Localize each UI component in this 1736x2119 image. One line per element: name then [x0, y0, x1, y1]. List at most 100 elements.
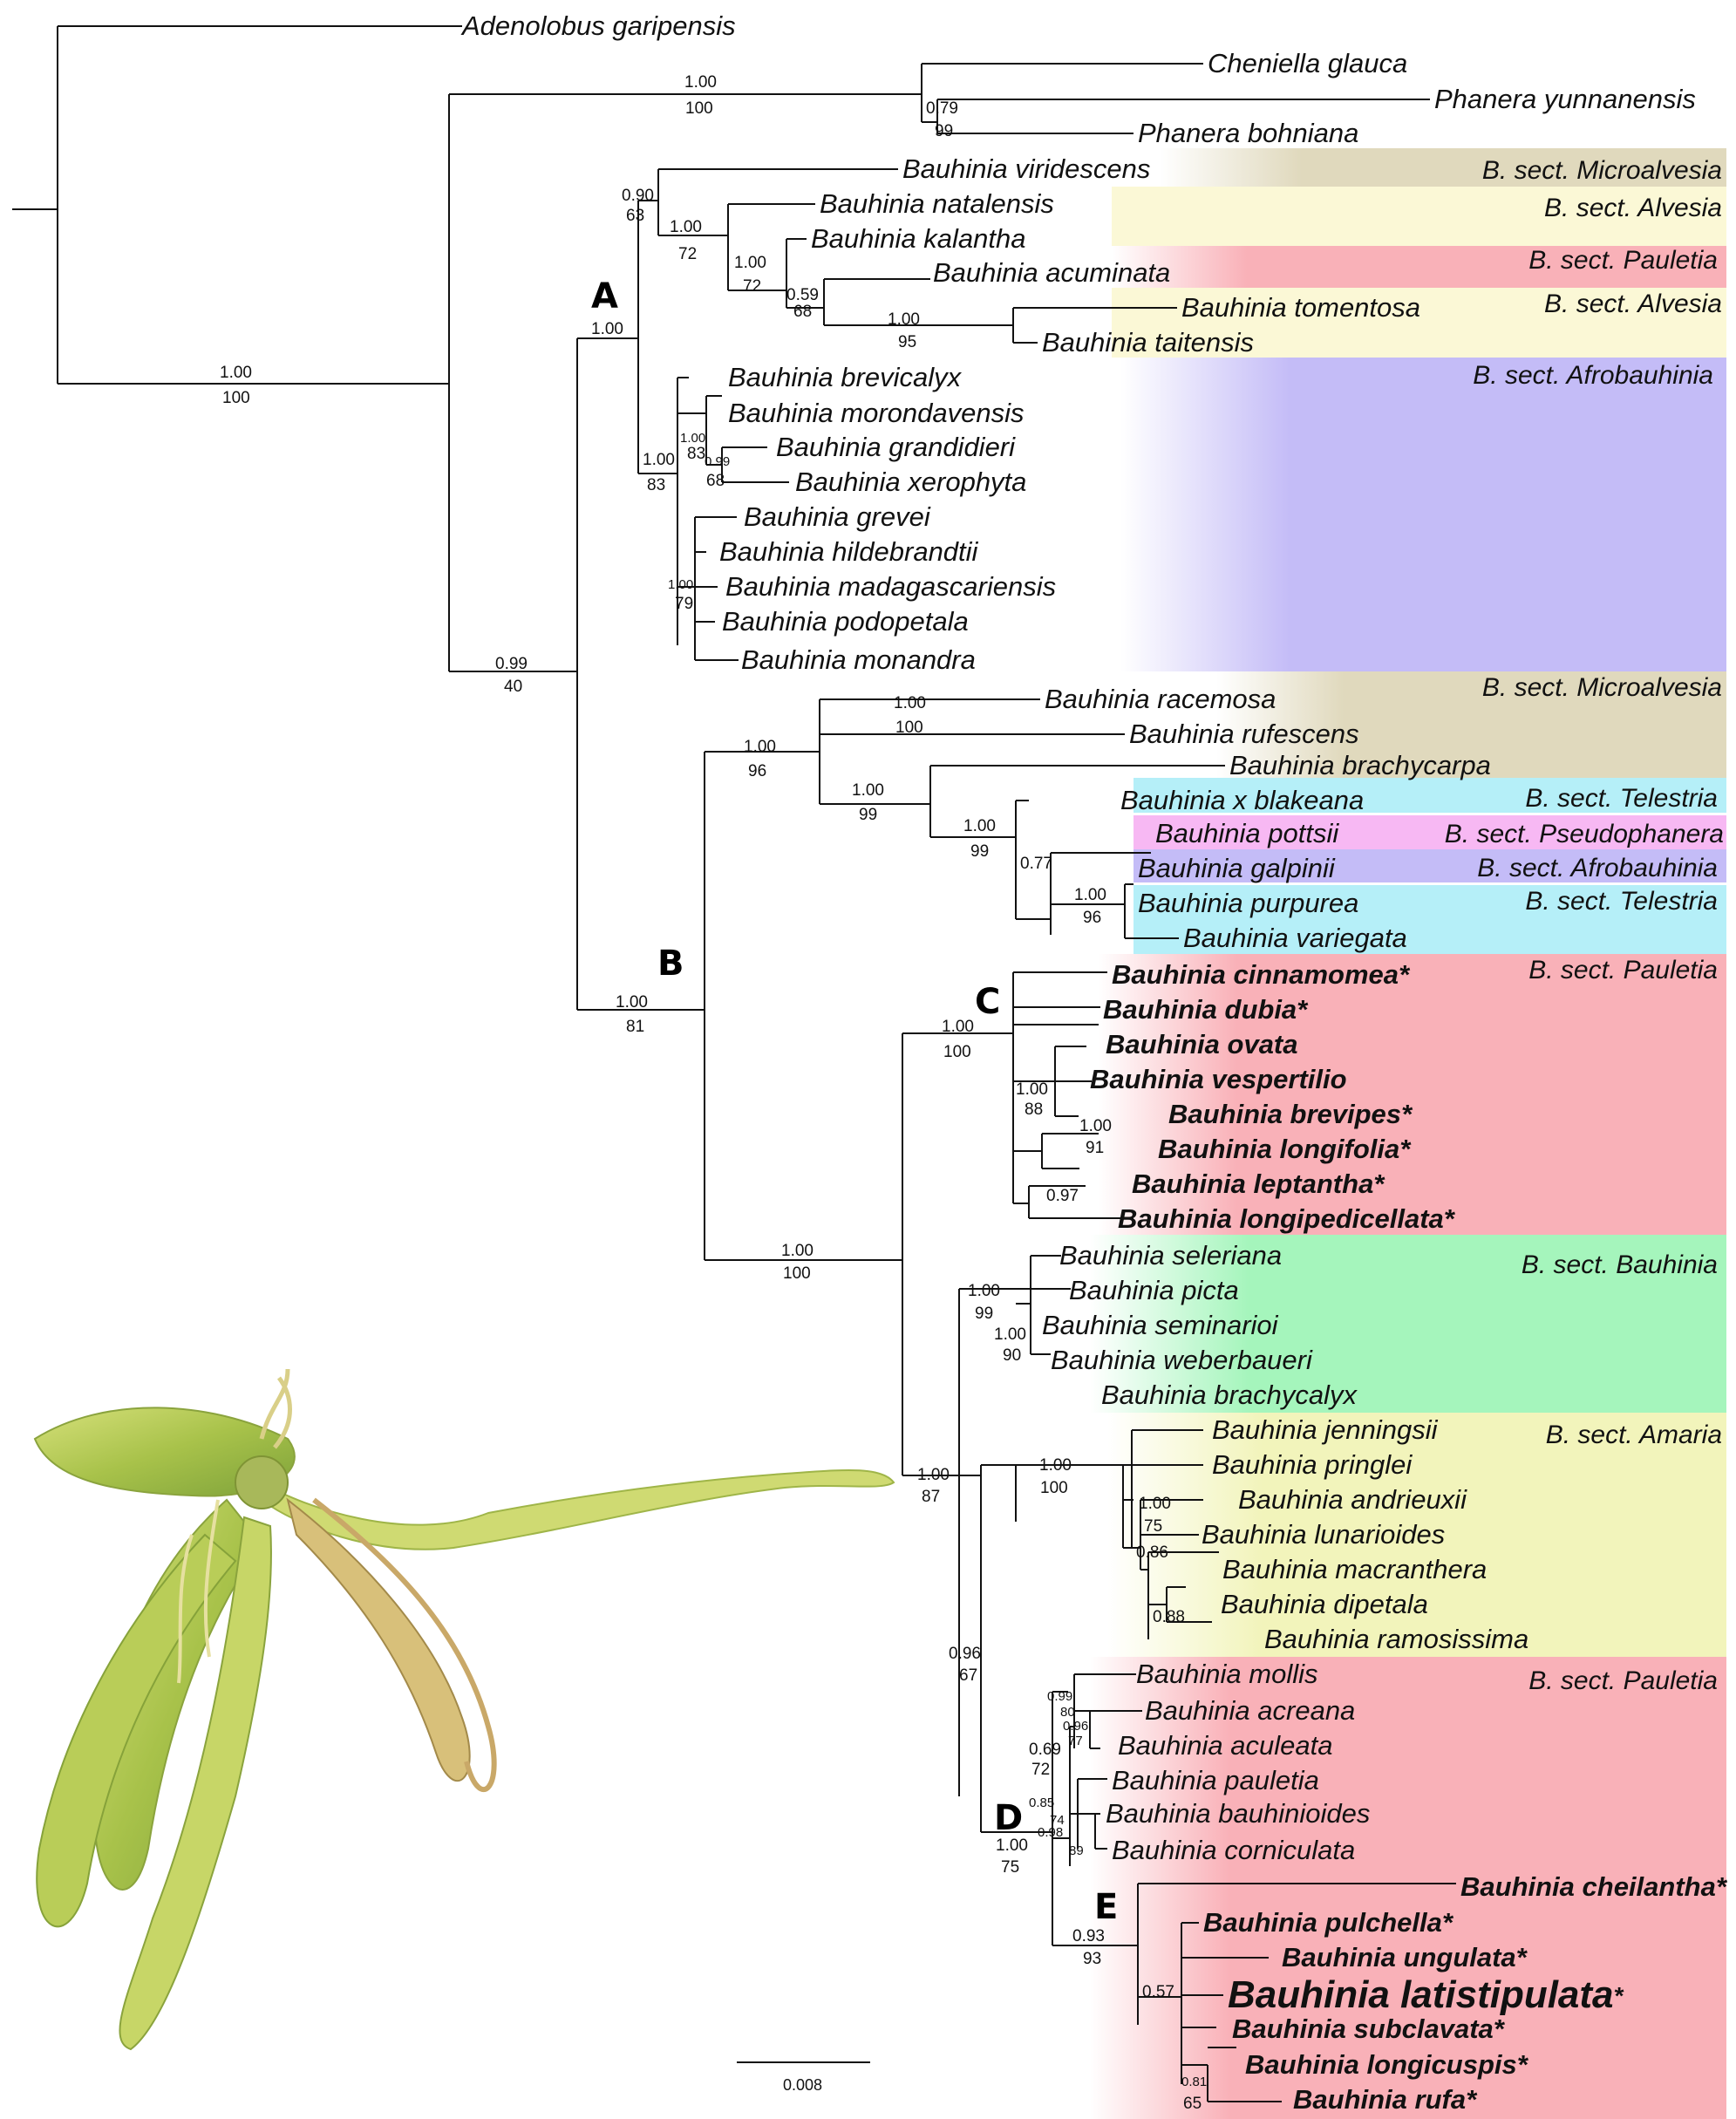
support-pp: 0.81 [1181, 2075, 1207, 2089]
support-bs: 75 [1001, 1858, 1019, 1877]
support-bs: 100 [895, 719, 923, 737]
support-bs: 87 [922, 1488, 940, 1506]
taxon-label: Bauhinia natalensis [820, 188, 1054, 219]
support-pp: 1.00 [591, 320, 623, 338]
support-pp: 0.93 [1072, 1927, 1105, 1945]
support-pp: 0.90 [622, 187, 654, 205]
support-pp: 0.99 [1047, 1689, 1072, 1704]
taxon-label: Bauhinia brachycalyx [1101, 1380, 1358, 1410]
taxon-label: Bauhinia vespertilio [1090, 1064, 1347, 1094]
band-pseudophanera-1 [1134, 814, 1726, 849]
support-pp: 1.00 [734, 254, 766, 272]
section-label: B. sect. Microalvesia [1482, 673, 1722, 702]
band-pauletia-2 [1099, 954, 1726, 1235]
support-bs: 89 [1069, 1843, 1084, 1858]
support-bs: 100 [222, 389, 250, 407]
support-pp: 0.96 [949, 1645, 981, 1663]
support-pp: 1.00 [994, 1325, 1026, 1344]
taxon-label: Bauhinia dubia* [1103, 994, 1309, 1025]
section-label: B. sect. Afrobauhinia [1477, 854, 1718, 882]
support-bs: 91 [1086, 1139, 1104, 1157]
support-pp: 0.99 [705, 454, 730, 469]
support-pp: 1.00 [894, 694, 926, 712]
support-pp: 0.99 [495, 655, 528, 673]
section-label: B. sect. Pseudophanera [1445, 820, 1724, 848]
taxon-label: Bauhinia pottsii [1155, 818, 1339, 848]
support-pp: 1.00 [1016, 1080, 1048, 1099]
support-bs: 96 [1083, 909, 1101, 927]
band-microalvesia-2 [1216, 671, 1726, 778]
clade-labels: A B C D E [591, 276, 1118, 1927]
taxon-label: Bauhinia monandra [741, 644, 976, 675]
taxon-label: Bauhinia longifolia* [1158, 1134, 1412, 1164]
support-bs: 100 [943, 1043, 971, 1061]
section-label: B. sect. Pauletia [1528, 1666, 1718, 1695]
clade-label: D [994, 1798, 1023, 1838]
taxon-label: Bauhinia cinnamomea* [1112, 959, 1411, 990]
support-pp: 0.96 [1063, 1719, 1088, 1734]
support-bs: 99 [970, 842, 989, 861]
clade-label: C [975, 982, 1000, 1022]
support-pp: 1.00 [968, 1282, 1000, 1300]
taxon-label: Bauhinia aculeata [1118, 1730, 1332, 1761]
section-label: B. sect. Afrobauhinia [1473, 361, 1713, 390]
support-bs: 72 [1031, 1761, 1050, 1779]
branches [12, 25, 1430, 1945]
flower-photo [33, 1368, 895, 2051]
band-microalvesia-1 [1160, 148, 1726, 187]
taxon-label: Bauhinia bauhinioides [1106, 1798, 1370, 1829]
support-pp: 1.00 [680, 431, 705, 446]
support-bs: 95 [898, 333, 916, 351]
taxon-label: Bauhinia brevicalyx [728, 362, 963, 392]
clade-label: E [1094, 1887, 1118, 1927]
taxon-labels: Adenolobus garipensis Cheniella glauca P… [460, 10, 1728, 2115]
taxon-label: Bauhinia seleriana [1059, 1240, 1282, 1271]
section-bands [1090, 148, 1726, 2119]
taxon-label: Adenolobus garipensis [460, 10, 736, 41]
support-pp: 0.57 [1142, 1983, 1174, 2001]
taxon-label: Bauhinia galpinii [1138, 853, 1336, 883]
support-bs: 81 [626, 1018, 644, 1036]
support-bs: 83 [647, 476, 665, 494]
support-bs: 68 [706, 472, 725, 490]
support-pp: 0.97 [1046, 1187, 1079, 1205]
taxon-label: Cheniella glauca [1208, 48, 1407, 78]
band-pauletia-3 [1090, 1657, 1726, 2119]
support-bs: 77 [1068, 1734, 1083, 1748]
support-bs: 79 [675, 595, 693, 613]
support-pp: 1.00 [781, 1242, 814, 1260]
band-telestria-2 [1134, 884, 1726, 954]
taxon-label: Bauhinia pringlei [1212, 1449, 1413, 1480]
support-pp: 1.00 [942, 1018, 974, 1036]
support-pp: 0.88 [1153, 1608, 1185, 1626]
scale-bar: 0.008 [737, 2061, 870, 2094]
taxon-label: Bauhinia rufa* [1293, 2084, 1478, 2115]
taxon-label: Bauhinia kalantha [811, 223, 1025, 254]
scale-bar-label: 0.008 [783, 2076, 822, 2094]
taxon-label: Bauhinia racemosa [1045, 684, 1276, 714]
support-bs: 74 [1050, 1813, 1065, 1828]
band-separator-1 [1134, 813, 1726, 815]
branches-lower [981, 1429, 1456, 2102]
band-bauhinia-1 [1090, 1235, 1726, 1413]
taxon-label: Bauhinia picta [1069, 1275, 1239, 1305]
section-label: B. sect. Microalvesia [1482, 156, 1722, 185]
taxon-label-highlight: Bauhinia latistipulata* [1228, 1973, 1624, 2016]
taxon-label: Bauhinia jenningsii [1212, 1414, 1439, 1445]
support-bs: 67 [959, 1666, 977, 1685]
taxon-label: Bauhinia seminarioi [1042, 1310, 1279, 1340]
support-pp: 1.00 [668, 577, 693, 592]
support-pp: 0.59 [786, 286, 819, 304]
taxon-label: Bauhinia cheilantha* [1460, 1871, 1728, 1902]
support-bs: 100 [783, 1264, 811, 1283]
support-pp: 1.00 [670, 218, 702, 236]
support-bs: 40 [504, 678, 522, 696]
support-pp: 0.98 [1038, 1825, 1063, 1840]
taxon-label: Bauhinia ramosissima [1264, 1624, 1528, 1654]
taxon-label: Bauhinia macranthera [1222, 1554, 1487, 1584]
taxon-label: Bauhinia lunarioides [1202, 1519, 1445, 1550]
support-values: 1.00 100 1.00 100 0.79 99 0.99 40 1.00 0… [220, 73, 1207, 2113]
support-bs: 72 [743, 277, 761, 296]
taxon-label: Bauhinia purpurea [1138, 888, 1358, 918]
